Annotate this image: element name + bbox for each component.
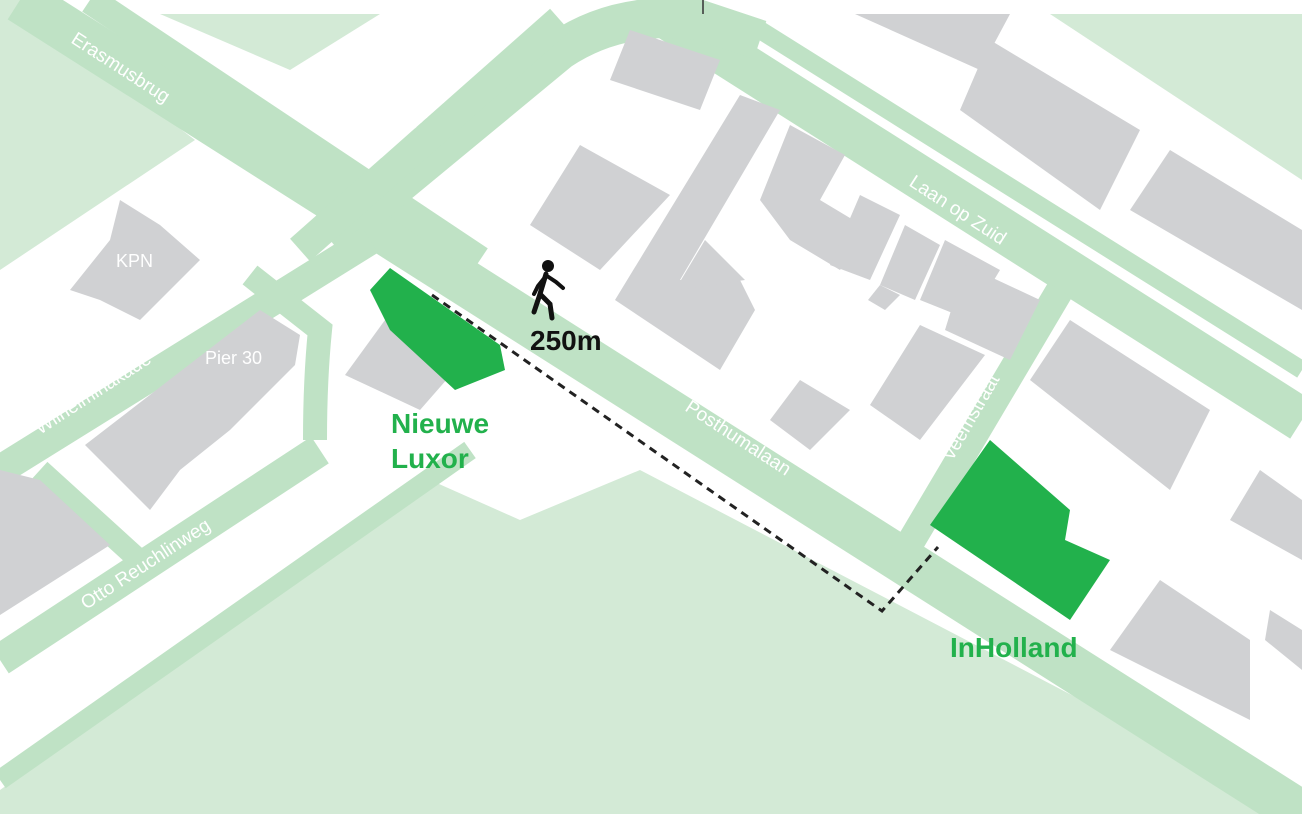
road-antoine-platekade <box>0 441 476 789</box>
building-top-right <box>960 40 1140 210</box>
building-top-1 <box>610 30 720 110</box>
building-complex-5 <box>868 285 900 310</box>
road-top-curve <box>317 0 767 256</box>
building-complex-1 <box>760 125 870 270</box>
building-mid-1 <box>870 325 985 440</box>
road-erasmusbrug-outer <box>82 0 488 272</box>
road-left-vertical <box>32 461 158 579</box>
road-laan-op-zuid <box>628 0 1302 439</box>
walking-route-line <box>431 293 940 614</box>
walk-distance-label: 250m <box>530 325 602 356</box>
building-right-3 <box>1230 470 1302 560</box>
building-rechtbank-main <box>615 95 780 370</box>
building-top-2 <box>855 14 1010 70</box>
road-otto-reuchlinweg <box>0 436 329 674</box>
road-wilhelminakade-top <box>290 8 570 262</box>
building-nieuwe-luxor[interactable] <box>370 268 505 390</box>
label-kpn: KPN <box>116 251 153 271</box>
building-luxor-base <box>345 320 455 410</box>
building-right-2 <box>1030 320 1210 490</box>
building-left-bottom <box>0 470 110 615</box>
building-center-left <box>530 145 670 270</box>
building-complex-6 <box>945 265 1040 360</box>
destination-buildings <box>370 268 1110 620</box>
building-rechtbank-wedge <box>675 240 745 290</box>
building-bottom-right-2 <box>1265 610 1302 670</box>
label-rechtbank-line1: Rechtbank <box>766 320 853 340</box>
label-inholland[interactable]: InHolland <box>950 632 1078 663</box>
building-kpn <box>70 200 200 320</box>
road-pier30-connector <box>242 265 333 441</box>
road-laan-op-zuid-inner <box>755 22 1302 378</box>
building-right-1 <box>1130 150 1302 310</box>
building-complex-3 <box>880 225 940 300</box>
park-top <box>160 14 380 70</box>
label-rechtbank-line2: Rotterdam <box>766 344 850 364</box>
building-complex-2 <box>830 195 900 280</box>
building-bottom-right-1 <box>1110 580 1250 720</box>
road-wilhelminakade-left <box>0 227 378 483</box>
label-nieuwe-luxor-line1[interactable]: Nieuwe <box>391 408 489 439</box>
building-inholland[interactable] <box>930 440 1110 620</box>
building-pier30 <box>85 310 300 510</box>
road-veemstraat <box>887 282 1073 568</box>
label-nieuwe-luxor-line2[interactable]: Luxor <box>391 443 469 474</box>
park-right-top <box>1050 14 1302 180</box>
road-erasmusbrug <box>7 0 1302 814</box>
building-blocks <box>0 14 1302 720</box>
walking-person-icon <box>531 260 565 321</box>
building-mid-2 <box>770 380 850 450</box>
park-top-left <box>0 0 195 270</box>
label-pier30: Pier 30 <box>205 348 262 368</box>
